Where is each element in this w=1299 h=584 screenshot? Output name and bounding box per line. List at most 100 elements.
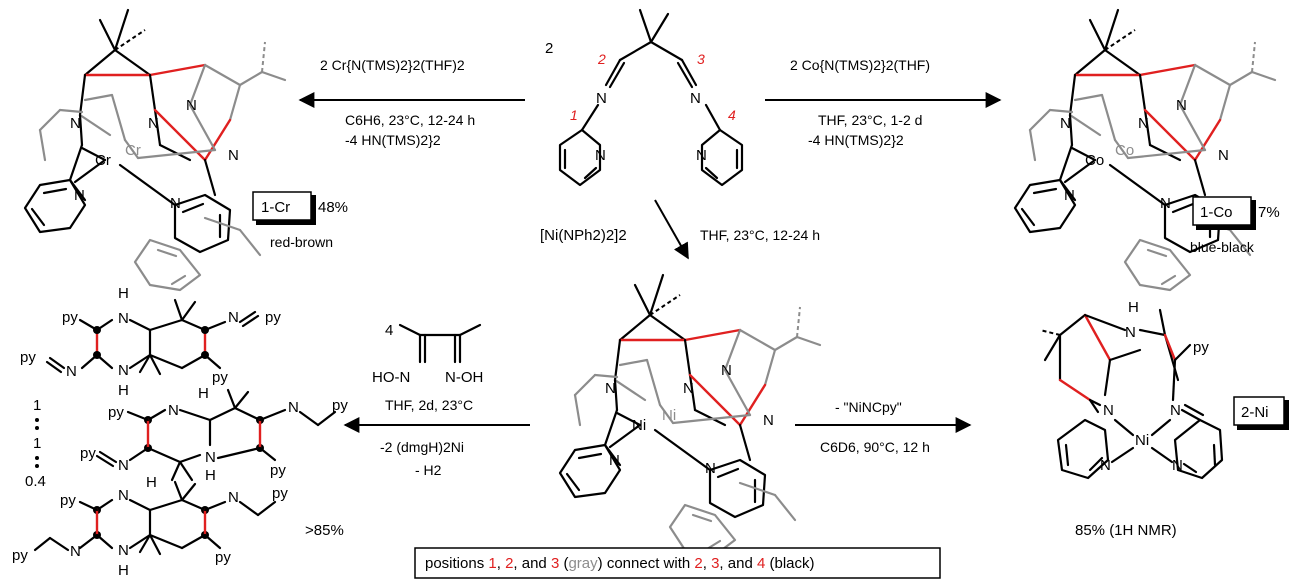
atom-n: N (596, 90, 607, 107)
atom-n: N (1170, 402, 1181, 419)
py-label: py (332, 397, 348, 414)
ratio-a: 1 (33, 397, 41, 414)
py-label: py (12, 547, 28, 564)
cr-reaction-arrow: 2 Cr{N(TMS)2}2(THF)2 C6H6, 23°C, 12-24 h… (298, 57, 525, 148)
heat-reaction-arrow: - "NiNCpy" C6D6, 90°C, 12 h (795, 399, 972, 455)
atom-n: N (1176, 97, 1187, 114)
atom-n: N (1125, 324, 1136, 341)
ligand-structure: 2 N N N N 1 2 3 4 (545, 8, 744, 187)
py-label: py (80, 445, 96, 462)
cr-conditions: C6H6, 23°C, 12-24 h (345, 112, 475, 128)
py-label: py (1193, 339, 1209, 356)
atom-n: N (118, 542, 129, 559)
h-label: H (118, 285, 129, 302)
piperazine-b: py N H N H N (80, 385, 348, 484)
product-2-ni-structure: H N py N N Ni N N 85% (1H NMR) (1039, 299, 1224, 539)
cr-reagent: 2 Cr{N(TMS)2}2(THF)2 (320, 57, 465, 73)
product-1-cr-structure: N N N N N N Cr Cr (23, 8, 287, 292)
atom-n: N (118, 487, 129, 504)
atom-n: N (1060, 115, 1071, 132)
dmg-hon: HO-N (372, 369, 410, 386)
atom-n: N (1064, 187, 1075, 204)
atom-n: N (1172, 457, 1183, 474)
atom-n: N (763, 412, 774, 429)
h-label: H (118, 562, 129, 579)
atom-n: N (118, 457, 129, 474)
atom-n: N (186, 97, 197, 114)
footnote-box: positions 1, 2, and 3 (gray) connect wit… (414, 547, 941, 579)
py-label: py (62, 309, 78, 326)
atom-n: N (683, 380, 694, 397)
metal-co-1: Co (1085, 152, 1104, 169)
product-2-ni-label: 2-Ni (1233, 396, 1289, 430)
atom-n: N (228, 147, 239, 164)
ligand-stoich: 2 (545, 40, 553, 57)
py-label: py (108, 404, 124, 421)
atom-n: N (228, 489, 239, 506)
position-2: 2 (597, 51, 606, 67)
py-label: py (272, 485, 288, 502)
piperazine-a: H N N H py N (20, 285, 281, 399)
heat-conditions: C6D6, 90°C, 12 h (820, 439, 930, 455)
atom-n: N (605, 380, 616, 397)
co-reaction-arrow: 2 Co{N(TMS)2}2(THF) THF, 23°C, 1-2 d -4 … (765, 57, 1002, 148)
py-label: py (215, 549, 231, 566)
product-ratio: 1 1 0.4 (25, 397, 46, 490)
product-1-cr-label: 1-Cr 48% red-brown (252, 191, 348, 250)
atom-n: N (170, 195, 181, 212)
position-4: 4 (728, 107, 736, 123)
dmg-stoich: 4 (385, 322, 393, 339)
position-3: 3 (697, 51, 705, 67)
color-note-co: blue-black (1190, 239, 1255, 255)
ni-reagent: [Ni(NPh2)2]2 (540, 227, 627, 244)
atom-n: N (705, 460, 716, 477)
label-1-cr: 1-Cr (261, 199, 290, 216)
yield-1-co: 7% (1258, 204, 1280, 221)
piperazine-products: H N N H py N (12, 285, 348, 579)
py-label: py (20, 349, 36, 366)
position-1: 1 (570, 107, 578, 123)
heat-loss: - "NiNCpy" (835, 399, 902, 415)
dmg-cond3: - H2 (415, 462, 442, 478)
atom-n: N (595, 147, 606, 164)
dmg-cond1: THF, 2d, 23°C (385, 397, 473, 413)
piperazine-yield: >85% (305, 522, 344, 539)
atom-n: N (1138, 115, 1149, 132)
ratio-b: 1 (33, 435, 41, 452)
atom-n: N (228, 309, 239, 326)
h-label: H (146, 474, 157, 491)
h-label: H (118, 382, 129, 399)
product-1-co-structure: N N N N N N Co Co (1013, 8, 1277, 292)
py-label: py (265, 309, 281, 326)
product-1-co-label: 1-Co 7% blue-black (1190, 196, 1280, 255)
atom-n: N (609, 452, 620, 469)
yield-1-cr: 48% (318, 199, 348, 216)
atom-n: N (1218, 147, 1229, 164)
atom-n: N (288, 399, 299, 416)
atom-n: N (118, 362, 129, 379)
atom-n: N (205, 449, 216, 466)
h-label: H (205, 467, 216, 484)
color-note-cr: red-brown (270, 234, 333, 250)
ni-conditions: THF, 23°C, 12-24 h (700, 227, 820, 243)
py-label: py (60, 492, 76, 509)
atom-n: N (70, 543, 81, 560)
co-reagent: 2 Co{N(TMS)2}2(THF) (790, 57, 930, 73)
co-byproduct: -4 HN(TMS)2}2 (808, 132, 904, 148)
atom-n: N (721, 362, 732, 379)
py-label: py (270, 462, 286, 479)
co-conditions: THF, 23°C, 1-2 d (818, 112, 922, 128)
atom-n: N (74, 187, 85, 204)
dmg-reaction-arrow: 4 HO-N N-OH THF, 2d, 23°C -2 (dmgH)2Ni -… (343, 322, 530, 478)
dmg-noh: N-OH (445, 369, 483, 386)
atom-n: N (1103, 402, 1114, 419)
metal-ni-1: Ni (632, 417, 646, 434)
dmg-cond2: -2 (dmgH)2Ni (380, 439, 464, 455)
ni-dimer-structure: N N N N N N Ni Ni (558, 273, 822, 557)
ratio-c: 0.4 (25, 473, 46, 490)
label-2-ni: 2-Ni (1241, 404, 1269, 421)
yield-2-ni: 85% (1H NMR) (1075, 522, 1177, 539)
py-label: py (212, 369, 228, 386)
metal-cr-1: Cr (95, 152, 111, 169)
